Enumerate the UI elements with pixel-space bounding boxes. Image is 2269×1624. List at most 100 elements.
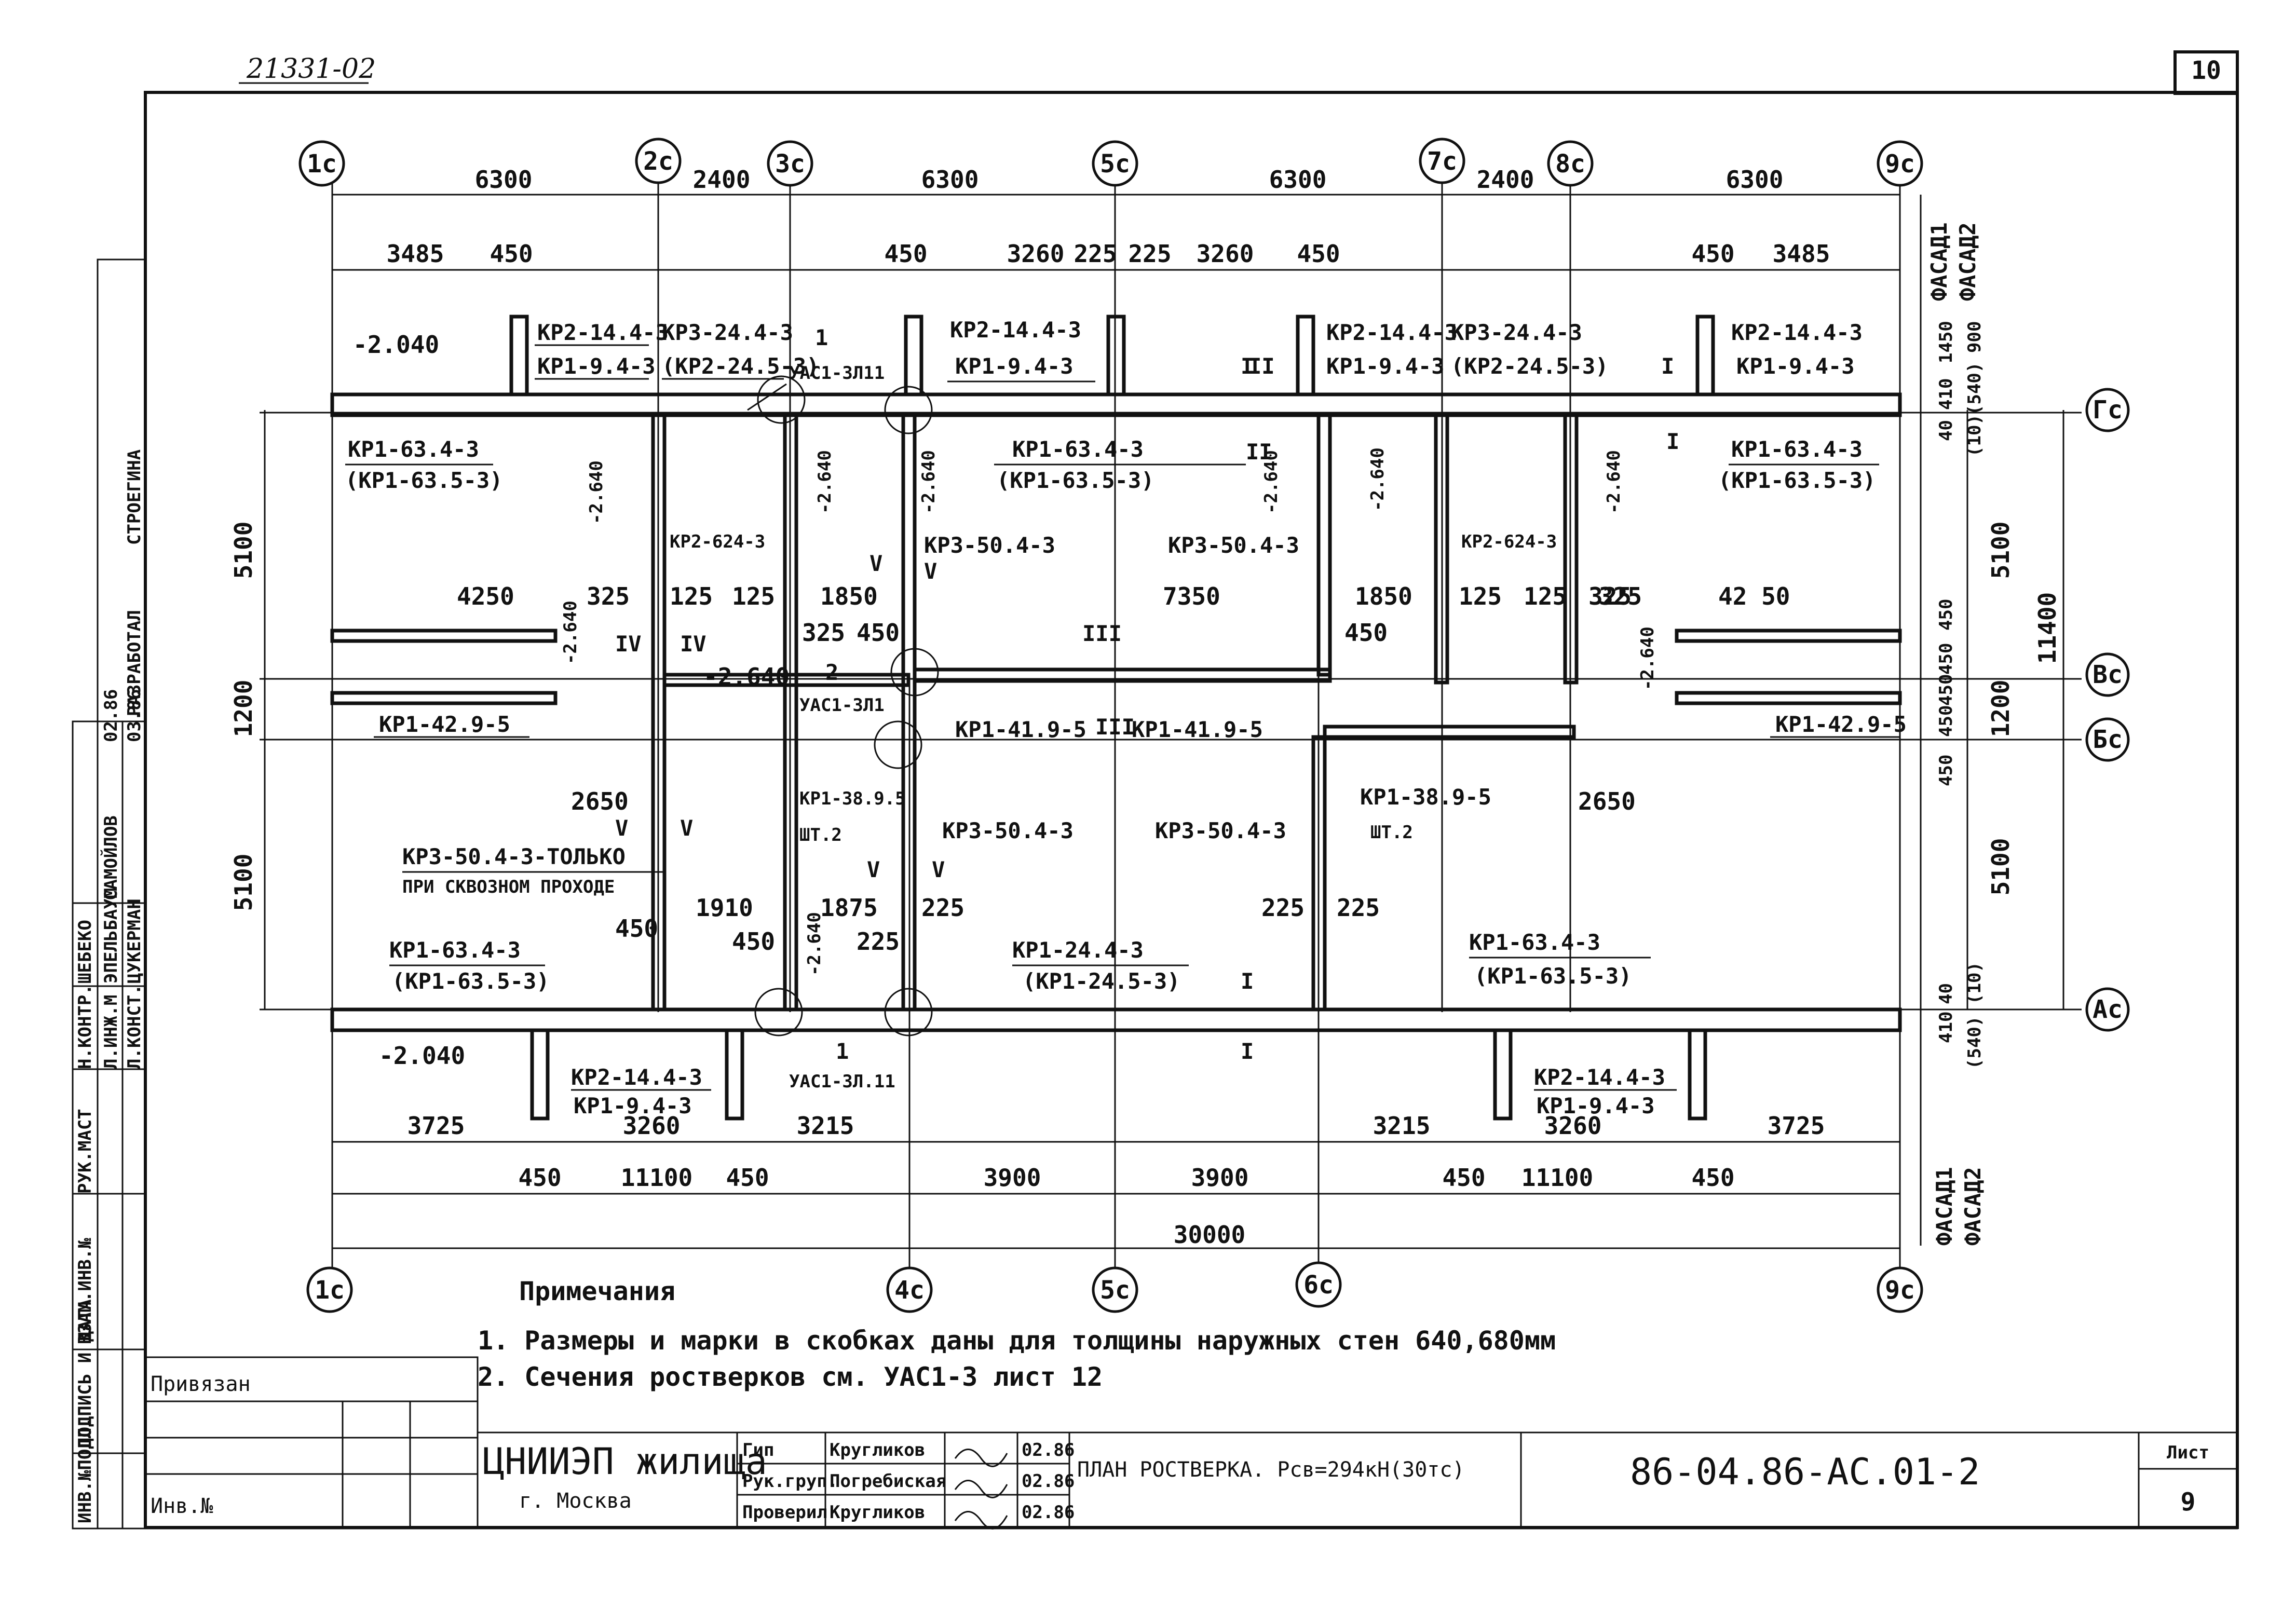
level-mark: -2.640 bbox=[1604, 450, 1624, 514]
dimension-text: 11100 bbox=[1521, 1164, 1593, 1192]
beam-mark: (КР2-24.5-3) bbox=[662, 353, 819, 379]
dimension-text: 125 bbox=[732, 582, 775, 610]
dimension-text: 3725 bbox=[1768, 1112, 1825, 1140]
drawing-title: ПЛАН РОСТВЕРКА. Рсв=294кН(30тс) bbox=[1077, 1458, 1465, 1482]
stamp-role: РАЗРАБОТАЛ bbox=[124, 610, 145, 716]
dimension-text: 3900 bbox=[984, 1164, 1041, 1192]
dimension-text: 1200 bbox=[229, 680, 257, 738]
dimension-text: 450 bbox=[1691, 1164, 1734, 1192]
dimension-text: 225 bbox=[921, 894, 964, 922]
sheet-label: Лист bbox=[2167, 1442, 2209, 1463]
axis-label: 1с bbox=[315, 1276, 345, 1305]
section-mark: IV bbox=[680, 631, 706, 657]
beam-mark: КР2-624-3 bbox=[670, 531, 765, 552]
dimension-text: 3260 bbox=[623, 1112, 681, 1140]
beam-mark: (КР1-63.5-3) bbox=[345, 468, 502, 493]
axis-label: Вс bbox=[2093, 660, 2123, 689]
stamp-field: ИНВ.№ПОДЛ. bbox=[75, 1417, 96, 1523]
dimension-text: 225 bbox=[1128, 240, 1171, 268]
note-item: 2. Сечения ростверков см. УАС1-3 лист 12 bbox=[478, 1362, 1103, 1392]
section-mark: V bbox=[867, 857, 880, 882]
leader-lines bbox=[345, 344, 1900, 1091]
dimension-text: 5100 bbox=[1987, 838, 2015, 896]
dimension-text: 450 bbox=[1936, 674, 1956, 706]
dimension-text: 450 bbox=[615, 915, 658, 943]
foundation-walls bbox=[330, 315, 1902, 1121]
dimension-text: 3260 bbox=[1544, 1112, 1602, 1140]
dimension-text: 450 bbox=[1344, 619, 1388, 647]
axis-lines bbox=[260, 179, 2082, 1269]
dimension-text: 1850 bbox=[820, 582, 878, 610]
dimension-text: 450 bbox=[884, 240, 927, 268]
dimension-text: 125 bbox=[1524, 582, 1567, 610]
dimension-total: 30000 bbox=[1174, 1221, 1245, 1249]
sign-date: 02.86 bbox=[1022, 1502, 1075, 1523]
dimension-text: 3215 bbox=[1373, 1112, 1431, 1140]
beam-mark: КР2-14.4-3 bbox=[1534, 1065, 1665, 1090]
beam-quantity: ШТ.2 bbox=[799, 825, 842, 845]
org-city: г. Москва bbox=[519, 1489, 632, 1513]
beam-mark: (КР1-63.5-3) bbox=[1718, 468, 1876, 493]
dimension-text: 11400 bbox=[2033, 592, 2061, 664]
axis-label: 3с bbox=[775, 149, 805, 179]
dimension-text: 1875 bbox=[820, 894, 878, 922]
axis-label: Бс bbox=[2093, 725, 2123, 754]
notes-title: Примечания bbox=[519, 1276, 675, 1306]
dimension-text: 5100 bbox=[1987, 522, 2015, 579]
stamp-date: 02.86 bbox=[101, 689, 121, 742]
dimension-text: 11100 bbox=[621, 1164, 692, 1192]
beam-mark: КР1-63.4-3 bbox=[1469, 930, 1600, 955]
axis-label: Ас bbox=[2093, 995, 2123, 1024]
dimension-text: 450 bbox=[1936, 643, 1956, 675]
archive-number: 21331-02 bbox=[246, 53, 376, 85]
dimension-text: 225 bbox=[1261, 894, 1305, 922]
stamp-name: ЭПЕЛЬБАУМ bbox=[101, 888, 121, 984]
beam-mark: (КР1-63.5-3) bbox=[392, 968, 549, 994]
beam-mark: КР1-9.4-3 bbox=[574, 1093, 692, 1118]
drawing-code: 86-04.86-АС.01-2 bbox=[1630, 1451, 1980, 1493]
note-item: 1. Размеры и марки в скобках даны для то… bbox=[478, 1326, 1556, 1356]
dimension-text: 225 bbox=[1074, 240, 1117, 268]
bottom-axis-bubbles bbox=[306, 1261, 1923, 1313]
beam-mark: КР3-50.4-3 bbox=[1155, 818, 1286, 843]
dimension-text: 6300 bbox=[475, 166, 533, 194]
stamp-date: 03.86 bbox=[124, 689, 145, 742]
stamp-field: ВЗАМ.ИНВ.№ bbox=[75, 1238, 96, 1344]
beam-mark: КР1-63.4-3 bbox=[1012, 436, 1144, 462]
stamp-name: ЦУКЕРМАН bbox=[124, 898, 145, 984]
beam-mark: КР1-9.4-3 bbox=[1326, 353, 1445, 379]
title-block bbox=[144, 1356, 2238, 1530]
facade-label: ФАСАД1 bbox=[1932, 1167, 1957, 1246]
role-label: Рук.груп. bbox=[742, 1471, 838, 1492]
dimension-text: 325 bbox=[587, 582, 630, 610]
beam-mark: КР2-14.4-3 bbox=[1326, 320, 1458, 345]
dimension-text: 450 bbox=[1936, 705, 1956, 737]
beam-mark: КР2-624-3 bbox=[1461, 531, 1557, 552]
section-mark: I bbox=[1661, 353, 1674, 379]
axis-label: 5с bbox=[1100, 149, 1130, 179]
dimension-text: 3215 bbox=[797, 1112, 854, 1140]
section-mark: II bbox=[1248, 353, 1275, 379]
axis-label: Гс bbox=[2093, 395, 2123, 425]
person-name: Кругликов bbox=[830, 1440, 925, 1461]
axis-label: 9с bbox=[1885, 149, 1915, 179]
beam-mark: КР1-41.9-5 bbox=[1132, 717, 1263, 742]
axis-label: 6с bbox=[1303, 1271, 1334, 1300]
dimension-text: 3900 bbox=[1191, 1164, 1249, 1192]
bound-label: Привязан bbox=[151, 1372, 251, 1396]
node-circles bbox=[754, 375, 939, 1036]
dimension-text: 450 bbox=[1691, 240, 1734, 268]
node-number: 1 bbox=[836, 1039, 849, 1064]
section-mark: IV bbox=[615, 631, 642, 657]
dimension-text: 225 bbox=[1337, 894, 1380, 922]
beam-mark: КР1-63.4-3 bbox=[389, 937, 521, 963]
dimension-text: 1450 bbox=[1936, 321, 1956, 363]
beam-quantity: ШТ.2 bbox=[1370, 822, 1413, 843]
dimension-text: 1850 bbox=[1355, 582, 1412, 610]
dimension-text: 450 bbox=[857, 619, 900, 647]
page-number: 10 bbox=[2191, 56, 2221, 85]
dimension-text: 3485 bbox=[387, 240, 444, 268]
stamp-row: РУК.МАСТ bbox=[75, 1109, 96, 1194]
beam-mark: КР3-50.4-3 bbox=[924, 533, 1055, 558]
dimension-text: 7350 bbox=[1163, 582, 1220, 610]
